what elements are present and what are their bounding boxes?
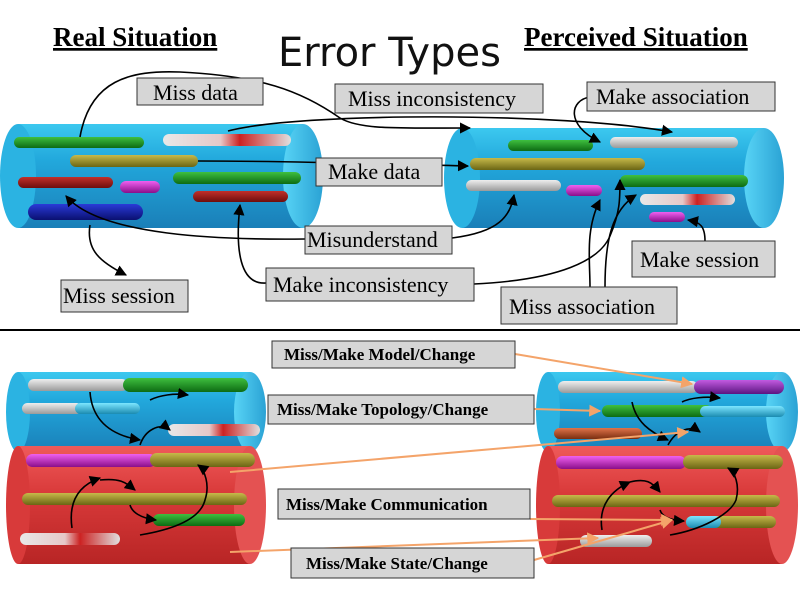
label-state-change: Miss/Make State/Change <box>290 547 535 579</box>
real-situation-bottom-arrows <box>70 387 210 536</box>
svg-text:Misunderstand: Misunderstand <box>307 227 438 252</box>
label-communication: Miss/Make Communication <box>277 488 531 520</box>
svg-text:Miss association: Miss association <box>509 294 655 319</box>
perceived-situation-heading: Perceived Situation <box>524 22 748 52</box>
svg-text:Make session: Make session <box>640 247 759 272</box>
label-misunderstand: Misunderstand <box>304 225 453 255</box>
label-miss-data: Miss data <box>136 77 264 106</box>
label-make-association: Make association <box>586 81 776 112</box>
svg-text:Miss/Make State/Change: Miss/Make State/Change <box>306 554 488 573</box>
perceived-situation-stacked-cylinders <box>536 372 798 564</box>
svg-text:Make association: Make association <box>596 84 749 109</box>
label-miss-session: Miss session <box>60 279 189 313</box>
label-miss-association: Miss association <box>500 286 678 325</box>
perceived-situation-data-bars <box>466 137 748 222</box>
label-make-inconsistency: Make inconsistency <box>265 267 475 302</box>
label-miss-inconsistency: Miss inconsistency <box>334 83 544 114</box>
svg-text:Miss data: Miss data <box>153 80 238 105</box>
label-make-session: Make session <box>631 240 776 278</box>
svg-text:Miss/Make Model/Change: Miss/Make Model/Change <box>284 345 476 364</box>
svg-text:Miss inconsistency: Miss inconsistency <box>348 86 516 111</box>
svg-text:Miss session: Miss session <box>63 283 175 308</box>
label-make-data: Make data <box>315 157 443 187</box>
real-situation-heading: Real Situation <box>53 22 217 52</box>
bottom-pointer-lines <box>229 353 694 561</box>
label-topology-change: Miss/Make Topology/Change <box>267 394 535 425</box>
diagram-title: Error Types <box>278 30 501 76</box>
svg-text:Miss/Make Communication: Miss/Make Communication <box>286 495 488 514</box>
real-situation-stacked-cylinders <box>6 372 266 564</box>
label-model-change: Miss/Make Model/Change <box>271 340 516 369</box>
top-arrows <box>65 70 706 288</box>
real-situation-data-bars <box>14 134 301 220</box>
svg-text:Miss/Make Topology/Change: Miss/Make Topology/Change <box>277 400 489 419</box>
svg-text:Make data: Make data <box>328 159 420 184</box>
svg-text:Make inconsistency: Make inconsistency <box>273 272 448 297</box>
